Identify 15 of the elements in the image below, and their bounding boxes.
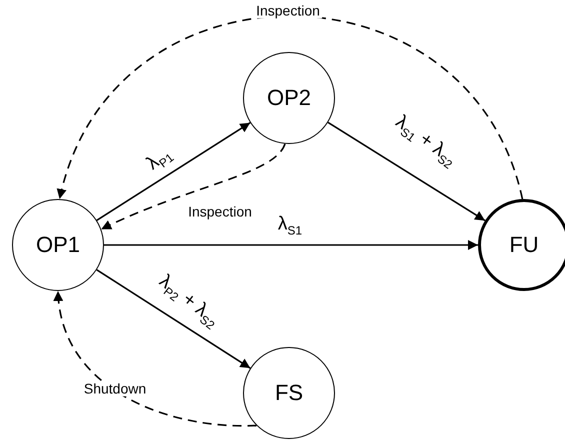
dashed-arrow	[58, 16, 524, 200]
arrow	[104, 240, 478, 250]
edge-label: Inspection	[254, 3, 322, 19]
arrow	[96, 122, 251, 221]
state-name: FS	[274, 380, 304, 406]
dashed-arrow	[100, 143, 286, 230]
edge-label: λ$_{S1}$	[278, 214, 302, 238]
state-name: FU	[509, 232, 539, 258]
edge-label: Shutdown	[82, 381, 148, 397]
state-name: OP1	[36, 232, 80, 258]
dashed-arrow	[54, 290, 256, 426]
edge-label: Inspection	[186, 204, 254, 220]
arrow	[96, 269, 251, 369]
arrow	[328, 122, 486, 222]
state-name: OP2	[266, 85, 312, 111]
